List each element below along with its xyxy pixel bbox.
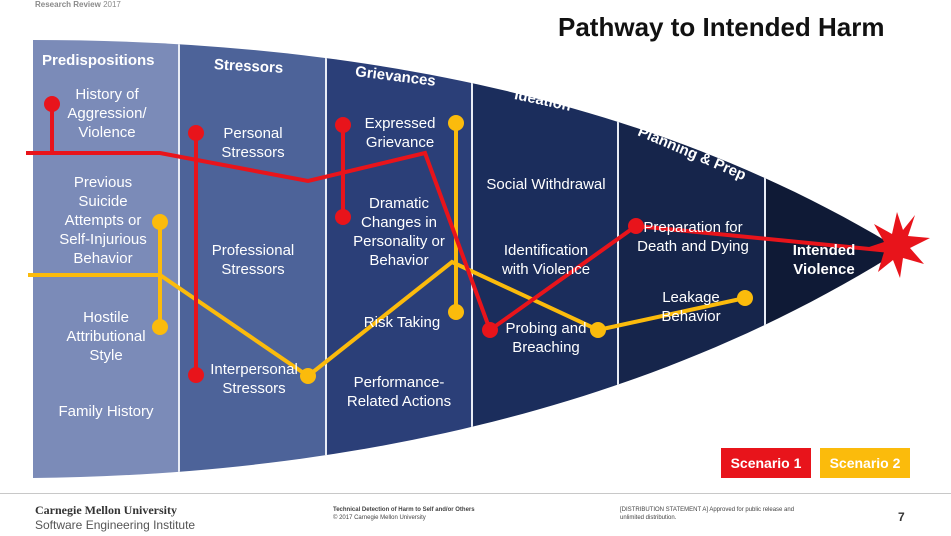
node-dramatic-changes: Dramatic Changes in Personality or Behav… <box>353 195 445 269</box>
node-identification-with-violence: Identification with Violence <box>501 242 591 278</box>
scenario-2-node <box>300 368 316 384</box>
node-history-of-aggression: History of Aggression/ Violence <box>67 86 147 141</box>
page-title: Pathway to Intended Harm <box>558 12 885 42</box>
scenario-2-node <box>152 214 168 230</box>
header-label: Research Review 2017 <box>35 0 121 9</box>
node-previous-suicide-attempts: Previous Suicide Attempts or Self-Injuri… <box>59 174 147 267</box>
scenario-1-node <box>335 117 351 133</box>
footer-divider <box>0 493 951 494</box>
scenario-2-node <box>737 290 753 306</box>
scenario-2-line <box>28 259 746 379</box>
band-predispositions <box>33 40 179 478</box>
column-header-stressors: Stressors <box>213 56 284 77</box>
band-stressors <box>179 40 326 478</box>
node-risk-taking: Risk Taking <box>363 314 441 331</box>
scenario-1-path <box>26 96 901 383</box>
footer-university: Carnegie Mellon University <box>35 503 177 517</box>
node-performance-related-actions: Performance-Related Actions <box>346 374 452 410</box>
node-personal-stressors: Personal Stressors <box>221 125 285 161</box>
scenario-1-node <box>628 218 644 234</box>
scenario-1-node <box>188 367 204 383</box>
footer-institute: Software Engineering Institute <box>35 518 196 532</box>
legend-scenario-2: Scenario 2 <box>820 448 910 478</box>
node-leakage-behavior: Leakage Behavior <box>661 289 721 325</box>
scenario-1-node <box>335 209 351 225</box>
scenario-1-node <box>482 322 498 338</box>
node-expressed-grievance: Expressed Grievance <box>364 115 436 151</box>
node-intended-violence: Intended Violence <box>792 242 856 278</box>
scenario-2-node <box>152 319 168 335</box>
node-social-withdrawal: Social Withdrawal <box>486 176 606 193</box>
header-year: 2017 <box>103 0 121 9</box>
scenario-2-node <box>448 304 464 320</box>
node-professional-stressors: Professional Stressors <box>211 242 295 278</box>
explosion-icon <box>866 212 930 278</box>
footer-distribution: [DISTRIBUTION STATEMENT A] Approved for … <box>620 507 795 521</box>
node-preparation-for-death: Preparation for Death and Dying <box>637 219 749 255</box>
footer-copyright: © 2017 Carnegie Mellon University <box>333 515 426 521</box>
scenario-2-path <box>28 115 753 384</box>
scenario-1-node <box>188 125 204 141</box>
scenario-1-node <box>44 96 60 112</box>
node-interpersonal-stressors: Interpersonal Stressors <box>210 361 298 397</box>
page-number: 7 <box>898 510 905 524</box>
scenario-2-node <box>448 115 464 131</box>
footer-doc-title: Technical Detection of Harm to Self and/… <box>333 507 475 513</box>
node-probing-and-breaching: Probing and Breaching <box>505 320 587 356</box>
header-org: Research Review <box>35 0 101 9</box>
scenario-2-node <box>590 322 606 338</box>
footer-document-info: Technical Detection of Harm to Self and/… <box>333 506 475 522</box>
column-header-predispositions: Predispositions <box>42 52 155 69</box>
node-hostile-attributional-style: Hostile Attributional Style <box>66 309 146 364</box>
band-grievances <box>326 40 472 478</box>
node-family-history: Family History <box>58 403 154 420</box>
legend-scenario-1: Scenario 1 <box>721 448 811 478</box>
